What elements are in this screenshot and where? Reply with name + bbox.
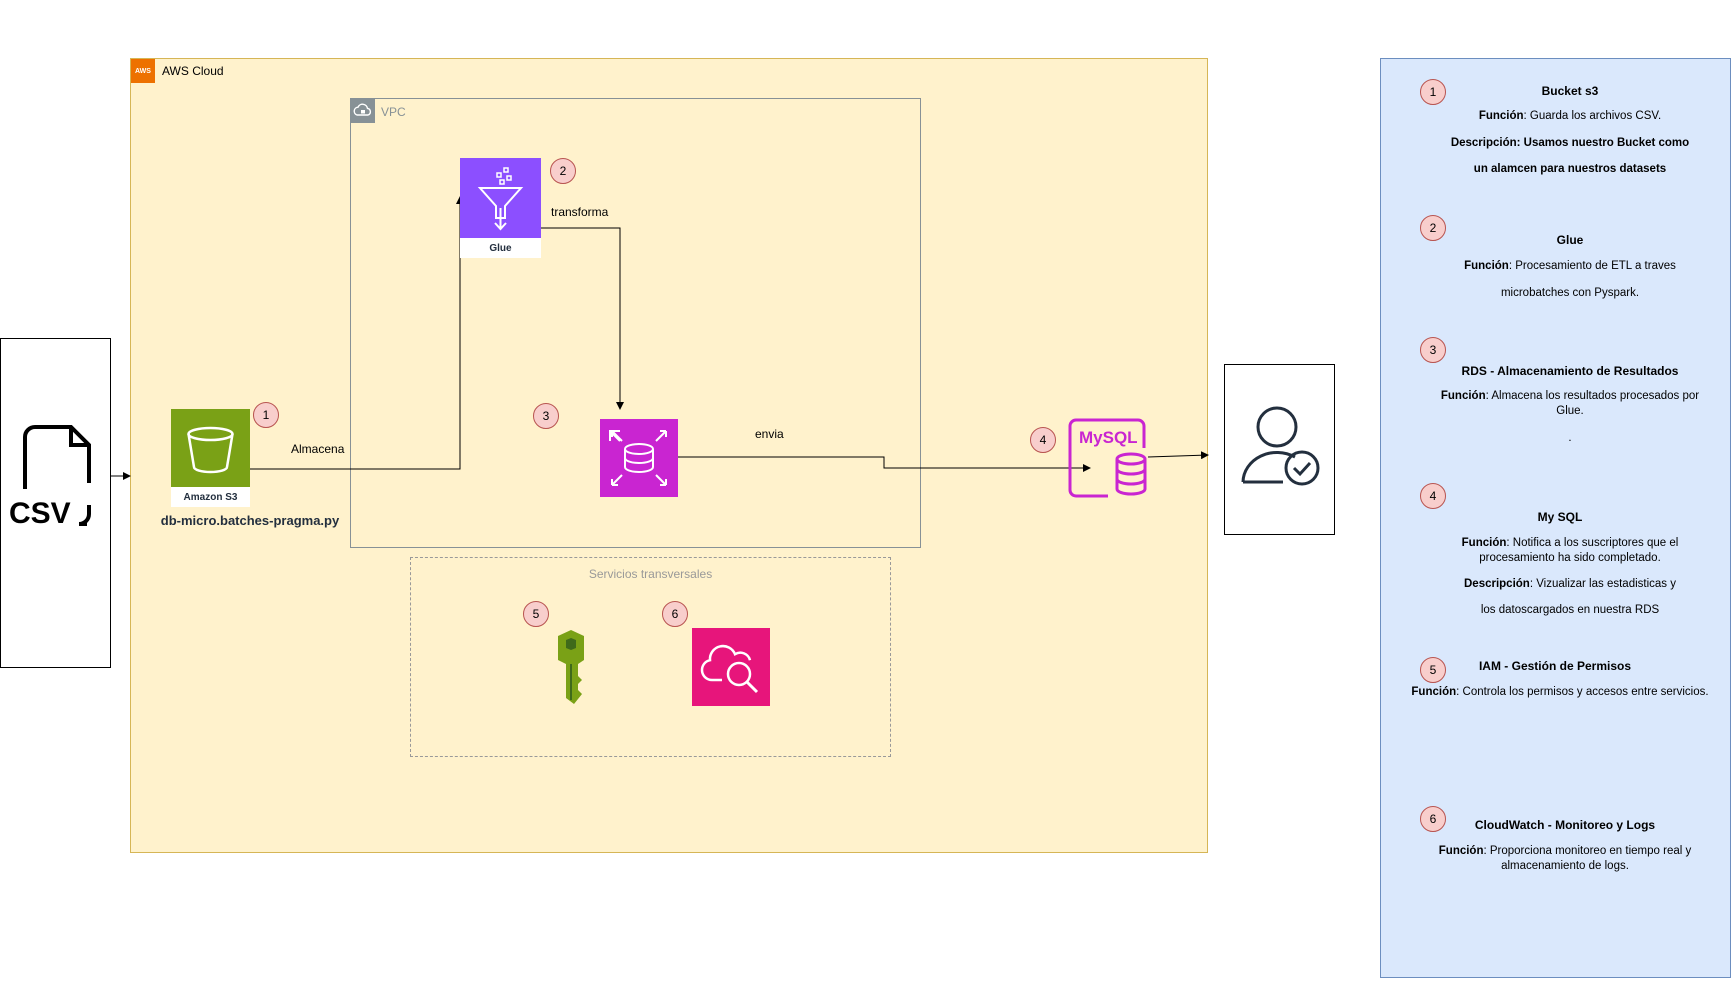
legend-title-5: IAM - Gestión de Permisos (1478, 659, 1632, 673)
cloudwatch-node[interactable] (692, 628, 770, 706)
mysql-label: MySQL (1079, 428, 1138, 447)
legend-line-1-3: un alamcen para nuestros datasets (1473, 163, 1667, 175)
legend-line-1-2: Descripción: Usamos nuestro Bucket como (1450, 137, 1690, 149)
legend-line-5-1: Función: Controla los permisos y accesos… (1411, 686, 1709, 698)
glue-node[interactable]: Glue (460, 158, 541, 258)
glue-label: Glue (489, 243, 512, 254)
s3-bucket-icon (171, 409, 250, 487)
legend-title-1: Bucket s3 (1541, 84, 1599, 98)
badge-cloudwatch: 6 (662, 601, 688, 627)
vpc-group (350, 98, 921, 548)
badge-s3: 1 (253, 402, 279, 428)
end-user-box[interactable] (1224, 364, 1335, 535)
s3-label: Amazon S3 (183, 492, 238, 503)
s3-node[interactable]: Amazon S3 (171, 409, 250, 507)
legend-badge-6: 6 (1420, 806, 1446, 832)
aws-cloud-title: AWS Cloud (162, 64, 224, 78)
badge-glue: 2 (550, 158, 576, 184)
legend-line-1-1: Función: Guarda los archivos CSV. (1478, 110, 1662, 122)
iam-node[interactable] (550, 628, 592, 708)
legend-line-3-2: . (1568, 432, 1572, 444)
legend-title-4: My SQL (1537, 510, 1583, 524)
csv-file-icon: CSV (9, 425, 91, 530)
transversal-services-title: Servicios transversales (588, 567, 713, 581)
legend-line-6-1: Función: Proporciona monitoreo en tiempo… (1438, 845, 1692, 872)
legend-line-4-1: Función: Notifica a los suscriptores que… (1461, 537, 1679, 564)
legend-line-2-1: Función: Procesamiento de ETL a traves (1464, 260, 1676, 272)
legend-line-4-2: Descripción: Vizualizar las estadisticas… (1464, 578, 1676, 590)
mysql-database-icon: MySQL (1068, 418, 1147, 498)
edge-s3-to-glue (250, 196, 464, 470)
legend-title-2: Glue (1556, 233, 1584, 247)
aws-logo-icon: AWS (131, 59, 155, 83)
legend-line-4-3: los datoscargados en nuestra RDS (1480, 604, 1660, 616)
rds-database-icon (609, 430, 667, 486)
edge-mysql-to-user (1147, 451, 1209, 460)
csv-source-box[interactable]: CSV (0, 338, 111, 668)
legend-line-3-1: Función: Almacena los resultados procesa… (1440, 390, 1700, 417)
legend-badge-2: 2 (1420, 215, 1446, 241)
user-check-icon (1241, 406, 1320, 486)
legend-badge-4: 4 (1420, 483, 1446, 509)
edge-glue-to-rds (541, 227, 624, 410)
legend-title-3: RDS - Almacenamiento de Resultados (1461, 364, 1679, 378)
vpc-cloud-icon (351, 99, 375, 123)
edge-label-transforma: transforma (551, 205, 609, 219)
badge-mysql: 4 (1030, 427, 1056, 453)
badge-iam: 5 (523, 601, 549, 627)
csv-label: CSV (9, 497, 71, 530)
vpc-title: VPC (381, 105, 406, 119)
legend-badge-5: 5 (1420, 657, 1446, 683)
rds-node[interactable] (600, 419, 678, 497)
legend-badge-3: 3 (1420, 337, 1446, 363)
badge-rds: 3 (533, 403, 559, 429)
legend-title-6: CloudWatch - Monitoreo y Logs (1474, 818, 1656, 832)
iam-key-icon (558, 630, 584, 704)
legend-badge-1: 1 (1420, 79, 1446, 105)
edge-label-almacena: Almacena (291, 442, 345, 456)
edge-label-envia: envia (755, 427, 784, 441)
legend-line-2-2: microbatches con Pyspark. (1500, 287, 1640, 299)
transversal-services-group (410, 557, 891, 757)
edge-rds-to-mysql (678, 456, 1091, 472)
glue-funnel-icon (460, 158, 541, 238)
mysql-node[interactable]: MySQL (1068, 418, 1150, 498)
cloudwatch-monitor-icon (700, 644, 759, 694)
s3-bucket-name: db-micro.batches-pragma.py (160, 513, 340, 528)
